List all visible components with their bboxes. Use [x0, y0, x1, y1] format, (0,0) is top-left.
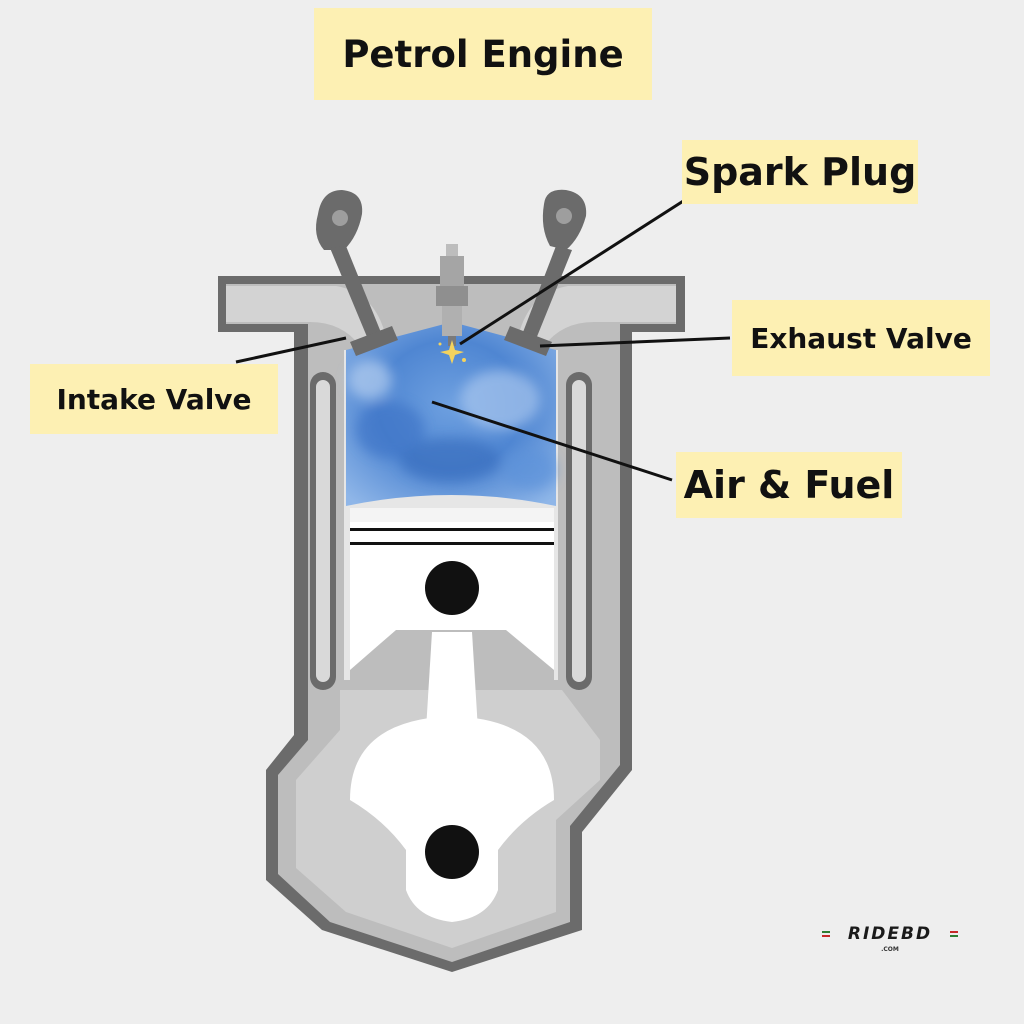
coolant-channel-right-inner — [572, 380, 586, 682]
label-air-fuel: Air & Fuel — [676, 452, 902, 518]
intake-port — [226, 286, 384, 346]
exhaust-port — [520, 286, 676, 346]
logo-dashes-icon — [822, 931, 958, 937]
leader-exhaust-valve — [539, 336, 731, 348]
leader-spark-plug — [459, 196, 689, 346]
crank-counterweight — [350, 716, 554, 922]
exhaust-valve-head — [504, 326, 552, 356]
fuel-mist — [348, 360, 556, 490]
coolant-channel-left-inner — [316, 380, 330, 682]
logo-sub: .COM — [881, 946, 899, 953]
piston-pin — [425, 561, 479, 615]
logo-name: RIDEBD — [847, 924, 933, 944]
leader-air-fuel — [431, 400, 673, 482]
exhaust-valve-pivot — [556, 208, 572, 224]
intake-valve-pivot — [332, 210, 348, 226]
crankshaft-pin — [425, 825, 479, 879]
spark-icon — [438, 340, 466, 364]
label-intake-valve: Intake Valve — [30, 364, 278, 434]
piston-ring-1 — [350, 528, 554, 531]
ridebd-logo: RIDEBD .COM — [818, 924, 962, 964]
label-exhaust-valve: Exhaust Valve — [732, 300, 990, 376]
exhaust-valve-stem — [520, 246, 572, 344]
spark-plug — [436, 244, 468, 346]
diagram-title: Petrol Engine — [314, 8, 652, 100]
intake-valve-head — [350, 326, 398, 356]
connecting-rod — [426, 632, 478, 730]
leader-intake-valve — [235, 336, 347, 364]
intake-valve-stem — [330, 246, 384, 344]
label-spark-plug: Spark Plug — [682, 140, 918, 204]
piston-ring-2 — [350, 542, 554, 545]
combustion-chamber — [346, 322, 556, 506]
